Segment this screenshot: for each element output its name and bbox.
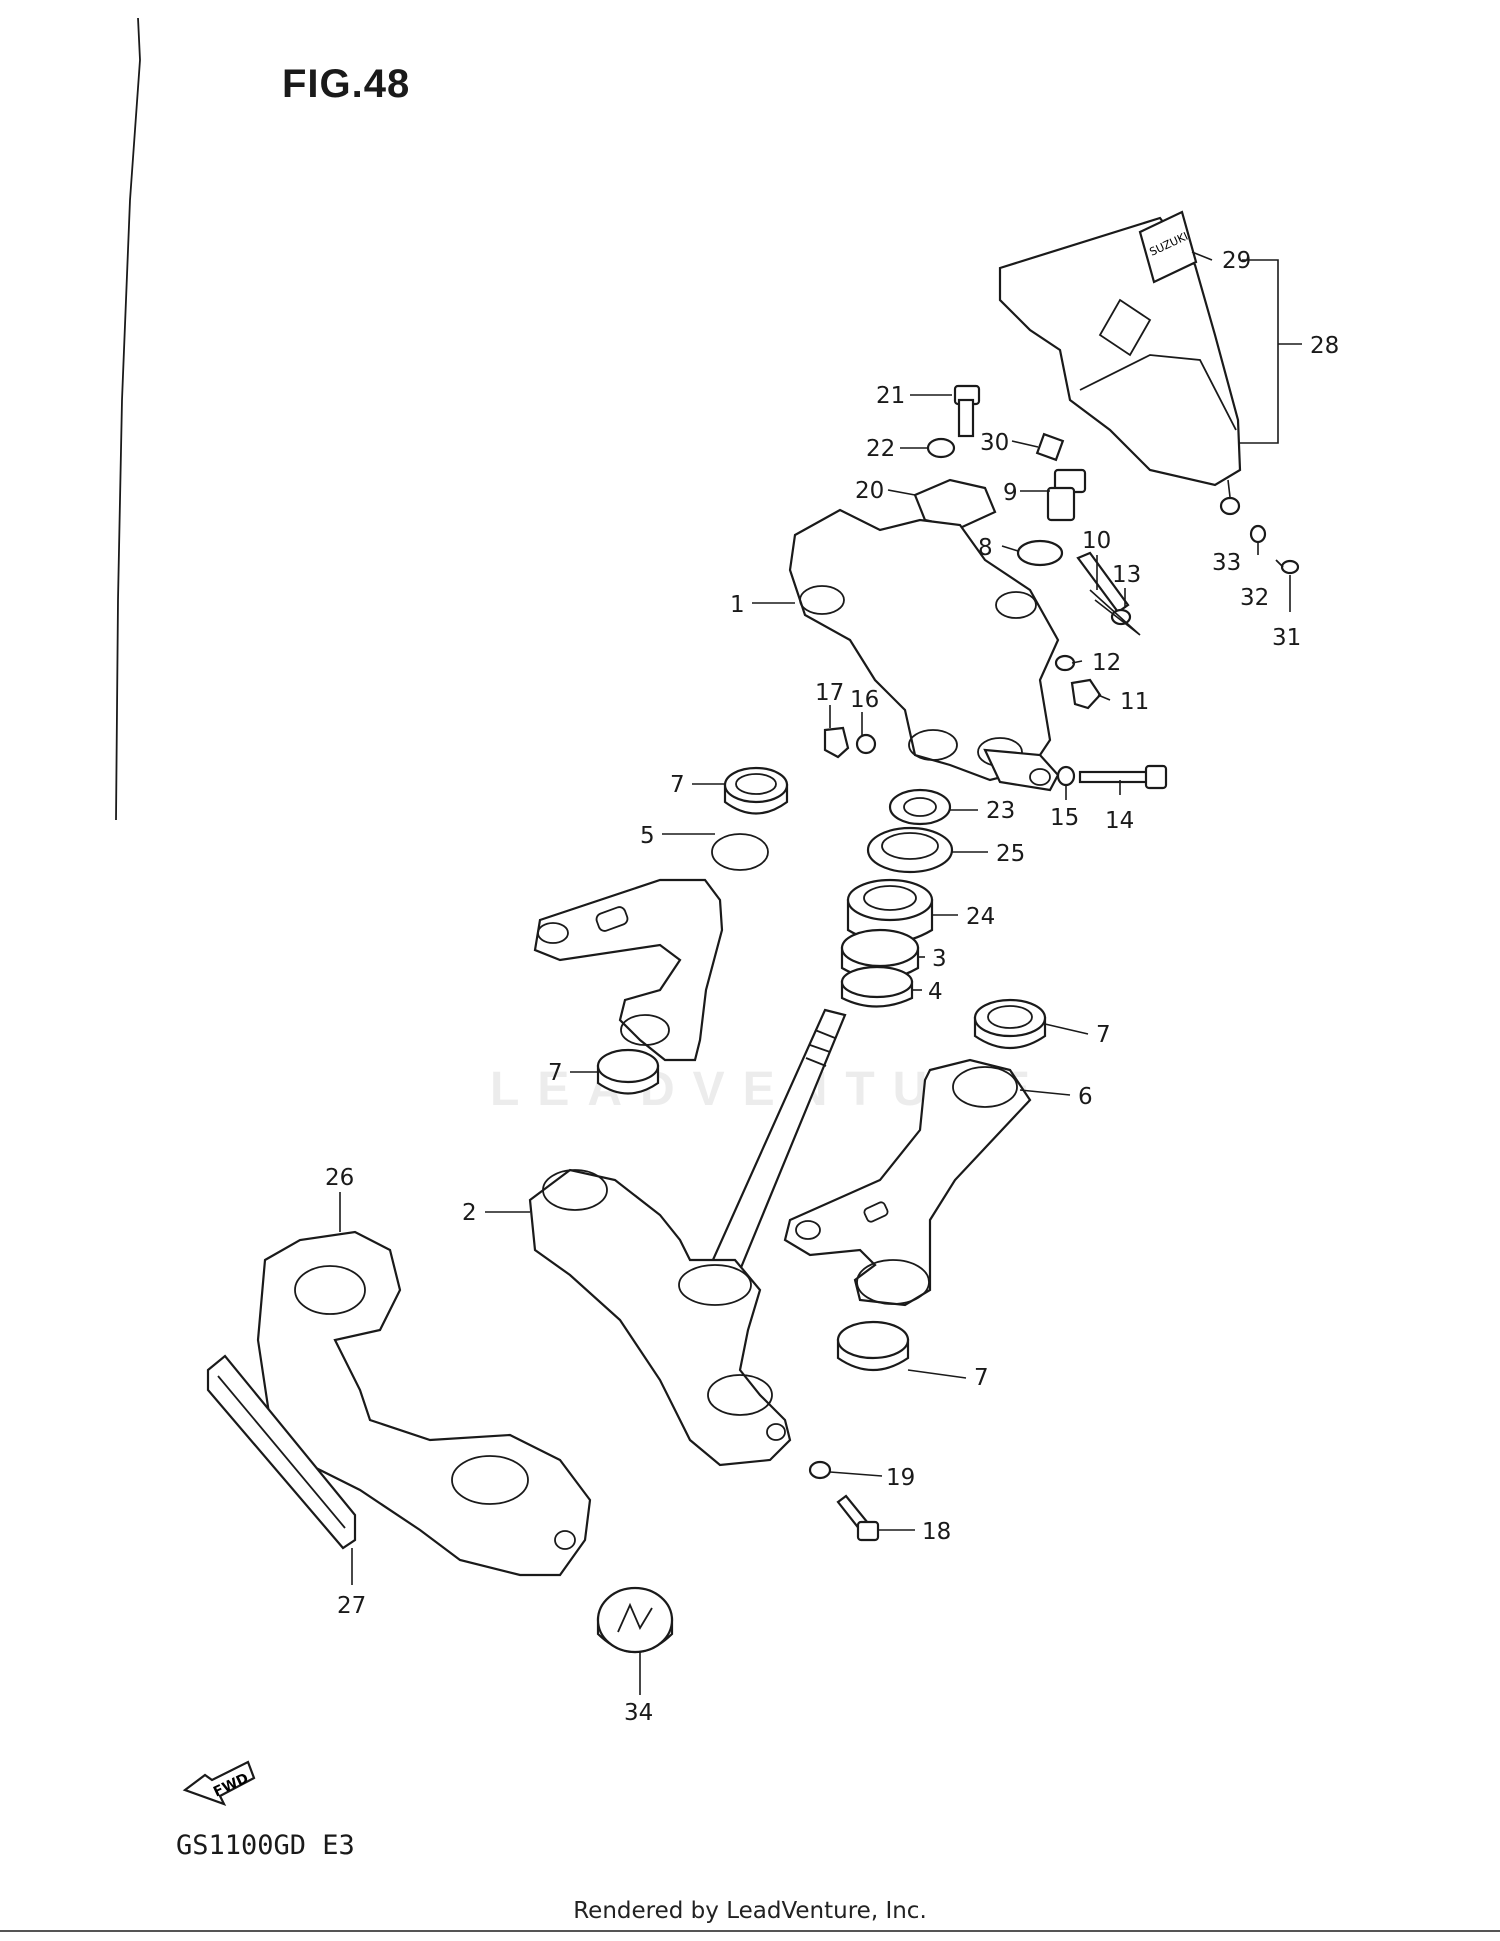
washer-15[interactable] — [1056, 765, 1076, 787]
callout-9: 9 — [1003, 480, 1018, 506]
washer-16[interactable] — [855, 733, 877, 755]
callout-24: 24 — [966, 904, 995, 930]
steering-nut-23[interactable] — [888, 788, 952, 826]
callout-21: 21 — [876, 383, 905, 409]
washer-22[interactable] — [926, 437, 956, 459]
callout-2: 2 — [462, 1200, 477, 1226]
callout-26: 26 — [325, 1165, 354, 1191]
washer-8[interactable] — [1016, 539, 1064, 567]
lower-bracket[interactable] — [528, 1168, 792, 1467]
callout-33: 33 — [1212, 550, 1241, 576]
callout-22: 22 — [866, 436, 895, 462]
nut-17[interactable] — [823, 726, 850, 759]
callout-32: 32 — [1240, 585, 1269, 611]
callout-11: 11 — [1120, 689, 1149, 715]
callout-31: 31 — [1272, 625, 1301, 651]
footer-credit: Rendered by LeadVenture, Inc. — [573, 1898, 927, 1924]
washer-12[interactable] — [1054, 654, 1076, 672]
scan-edge-line — [115, 17, 141, 821]
spacer-7-upper-right[interactable] — [973, 998, 1047, 1049]
figure-title: FIG.48 — [282, 62, 411, 106]
callout-19: 19 — [886, 1465, 915, 1491]
stem-cap[interactable] — [596, 1586, 674, 1654]
leader-lines — [339, 251, 1302, 1695]
callout-30: 30 — [980, 430, 1009, 456]
callout-34: 34 — [624, 1700, 653, 1726]
washer-33[interactable] — [1219, 496, 1241, 516]
callout-25: 25 — [996, 841, 1025, 867]
callout-13: 13 — [1112, 562, 1141, 588]
nut-11[interactable] — [1070, 678, 1102, 710]
lower-cover[interactable] — [256, 1230, 592, 1577]
callout-15: 15 — [1050, 805, 1079, 831]
spacer-7-upper-left[interactable] — [723, 766, 789, 815]
forward-arrow-icon: FWD — [182, 1760, 256, 1806]
screw-31[interactable] — [1275, 559, 1300, 575]
washer-19[interactable] — [808, 1460, 832, 1480]
handlebar-cover[interactable] — [998, 216, 1242, 487]
collar-32[interactable] — [1249, 524, 1267, 544]
callout-4: 4 — [928, 979, 943, 1005]
bolt-10[interactable] — [1076, 551, 1130, 614]
callout-16: 16 — [850, 687, 879, 713]
callout-7-upper-left: 7 — [670, 772, 685, 798]
callout-3: 3 — [932, 946, 947, 972]
callout-20: 20 — [855, 478, 884, 504]
model-code: GS1100GD E3 — [176, 1830, 355, 1861]
callout-labels: 29 28 21 22 30 20 9 8 10 13 33 32 31 1 1… — [325, 248, 1339, 1726]
cover-emblem[interactable]: SUZUKI — [1138, 210, 1198, 284]
callout-28: 28 — [1310, 333, 1339, 359]
bolt-14[interactable] — [1078, 764, 1168, 790]
plug-bolt-9[interactable] — [1046, 468, 1087, 522]
bolt-21[interactable] — [953, 384, 981, 438]
callout-8: 8 — [978, 535, 993, 561]
headlight-bracket-right[interactable] — [783, 1058, 1032, 1307]
callout-7-upper-right: 7 — [1096, 1022, 1111, 1048]
callout-6: 6 — [1078, 1084, 1093, 1110]
headlight-bracket-left[interactable] — [533, 833, 769, 1062]
callout-27: 27 — [337, 1593, 366, 1619]
callout-12: 12 — [1092, 650, 1121, 676]
callout-5: 5 — [640, 823, 655, 849]
footer-rule — [0, 1930, 1500, 1932]
callout-7-lower-right: 7 — [974, 1365, 989, 1391]
callout-23: 23 — [986, 798, 1015, 824]
callout-10: 10 — [1082, 528, 1111, 554]
callout-29: 29 — [1222, 248, 1251, 274]
callout-1: 1 — [730, 592, 745, 618]
nut-30[interactable] — [1035, 432, 1065, 462]
callout-17: 17 — [815, 680, 844, 706]
upper-bracket[interactable] — [788, 508, 1060, 792]
spacer-7-lower-right[interactable] — [836, 1320, 910, 1371]
reflector-strip[interactable] — [206, 1354, 357, 1550]
callout-7-lower-left: 7 — [548, 1060, 563, 1086]
dust-seal-4[interactable] — [840, 965, 914, 1008]
bolt-18[interactable] — [836, 1494, 880, 1542]
callout-18: 18 — [922, 1519, 951, 1545]
callout-14: 14 — [1105, 808, 1134, 834]
spacer-7-lower-left[interactable] — [596, 1048, 660, 1095]
washer-25[interactable] — [866, 826, 954, 874]
